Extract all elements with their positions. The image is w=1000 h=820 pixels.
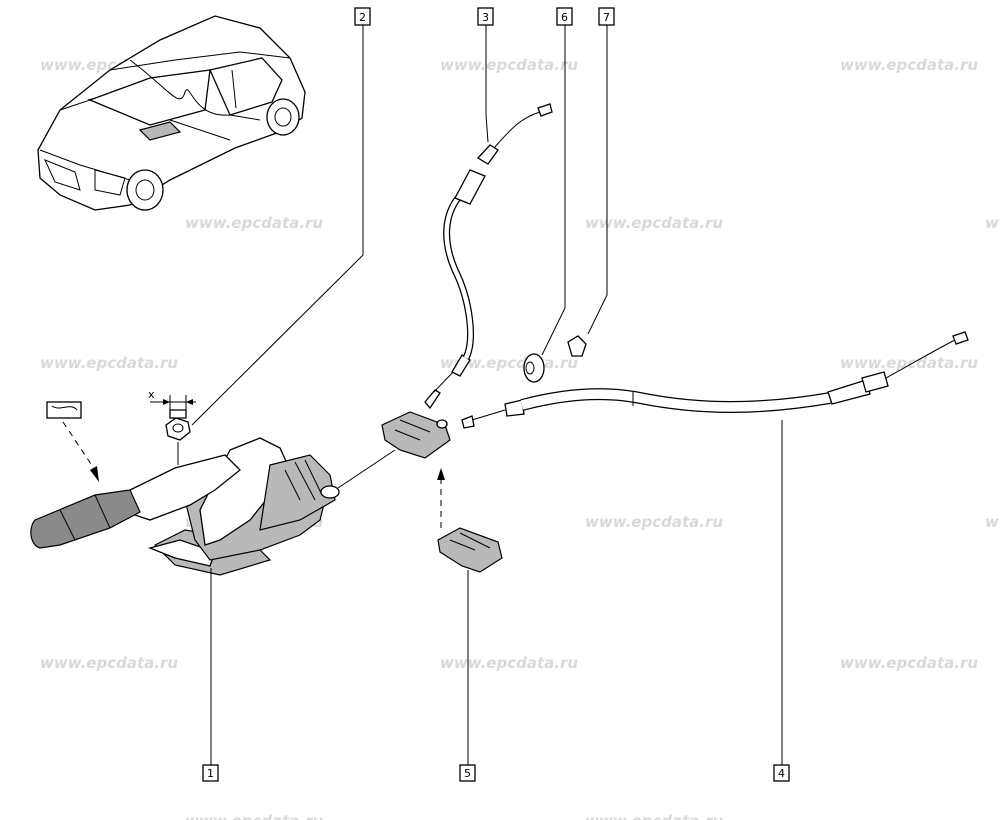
watermark: www.epcdata.ru xyxy=(985,513,1000,531)
watermark: www.epcdata.ru xyxy=(840,56,978,74)
callout-2: 2 xyxy=(354,7,371,26)
watermark: www.epcdata.ru xyxy=(40,354,178,372)
clip-part-7 xyxy=(567,335,587,357)
secondary-cable-upper xyxy=(424,103,553,410)
watermark: www.epcdata.ru xyxy=(185,214,323,232)
callout-number: 7 xyxy=(603,11,610,24)
dimension-label-x: x xyxy=(148,388,155,401)
watermark: www.epcdata.ru xyxy=(440,654,578,672)
callout-number: 3 xyxy=(482,11,489,24)
handbrake-lever-assembly xyxy=(30,437,340,576)
leader-lines xyxy=(191,25,783,765)
nut-part-2: x xyxy=(148,388,196,465)
watermark: www.epcdata.ru xyxy=(840,654,978,672)
cable-equaliser-bracket xyxy=(381,411,451,459)
callout-1: 1 xyxy=(202,764,219,782)
callout-number: 5 xyxy=(464,767,471,780)
watermark: www.epcdata.ru xyxy=(985,214,1000,232)
callout-number: 4 xyxy=(778,767,785,780)
front-cable xyxy=(337,449,396,489)
callout-number: 1 xyxy=(207,767,214,780)
label-symbol xyxy=(46,401,99,482)
grommet-part-6 xyxy=(523,353,545,383)
callout-7: 7 xyxy=(598,7,615,26)
watermark: www.epcdata.ru xyxy=(585,812,723,820)
watermark-layer: www.epcdata.ru www.epcdata.ru www.epcdat… xyxy=(40,56,1000,820)
watermark: www.epcdata.ru xyxy=(585,214,723,232)
watermark: www.epcdata.ru xyxy=(40,654,178,672)
callout-number: 2 xyxy=(359,11,366,24)
callout-5: 5 xyxy=(459,764,476,782)
watermark: www.epcdata.ru xyxy=(840,354,978,372)
secondary-cable-long xyxy=(461,331,969,429)
callout-6: 6 xyxy=(556,7,573,26)
cable-guide-part-5 xyxy=(437,527,503,573)
watermark: www.epcdata.ru xyxy=(185,812,323,820)
watermark: www.epcdata.ru xyxy=(440,56,578,74)
car-overview-illustration xyxy=(37,15,306,211)
label-tag-icon xyxy=(46,401,82,419)
callout-4: 4 xyxy=(773,764,790,782)
assembly-arrow-part-5 xyxy=(437,468,445,528)
callout-3: 3 xyxy=(477,7,494,26)
callout-number: 6 xyxy=(561,11,568,24)
watermark: www.epcdata.ru xyxy=(585,513,723,531)
